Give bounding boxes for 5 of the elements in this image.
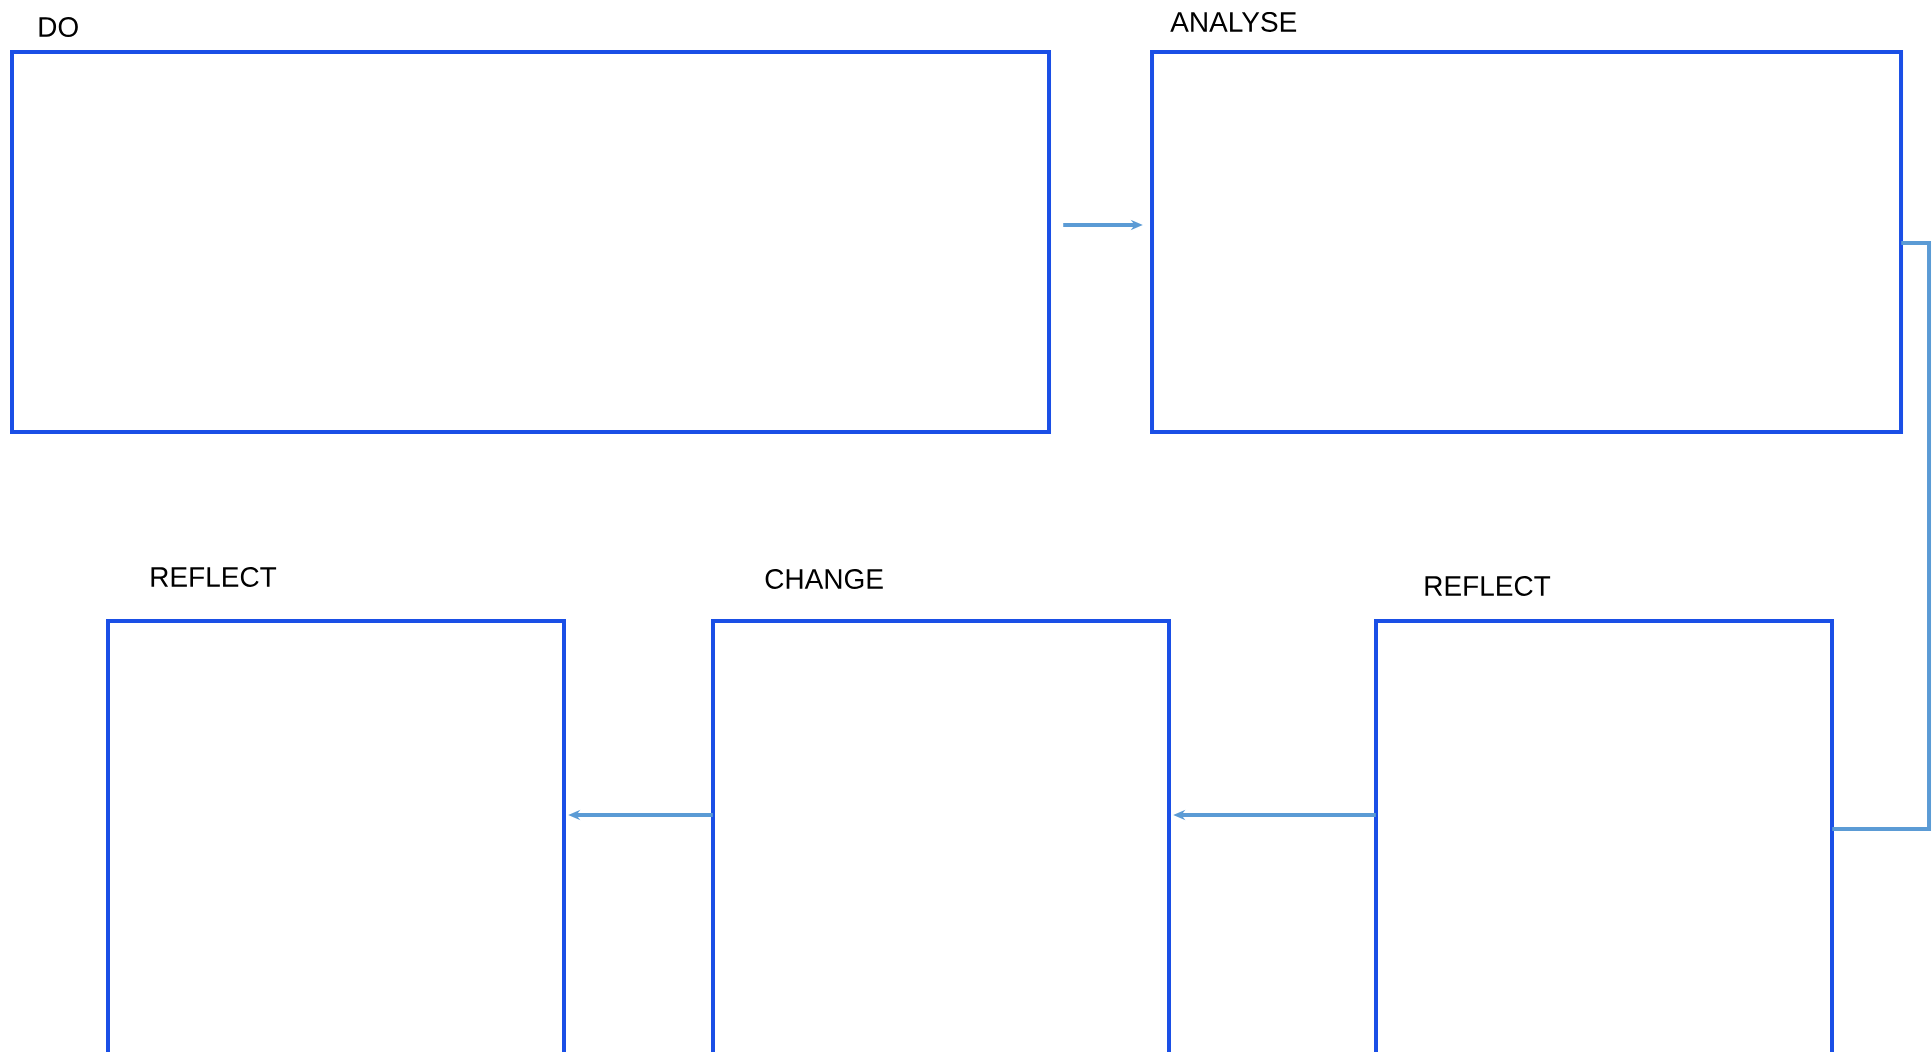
box-heading: CHANGE [765, 569, 883, 589]
box-heading: REFLECT [1425, 576, 1551, 596]
box-heading: ANALYSE [1170, 12, 1297, 32]
box-heading: DO [39, 17, 78, 37]
box-heading: REFLECT [151, 567, 277, 587]
